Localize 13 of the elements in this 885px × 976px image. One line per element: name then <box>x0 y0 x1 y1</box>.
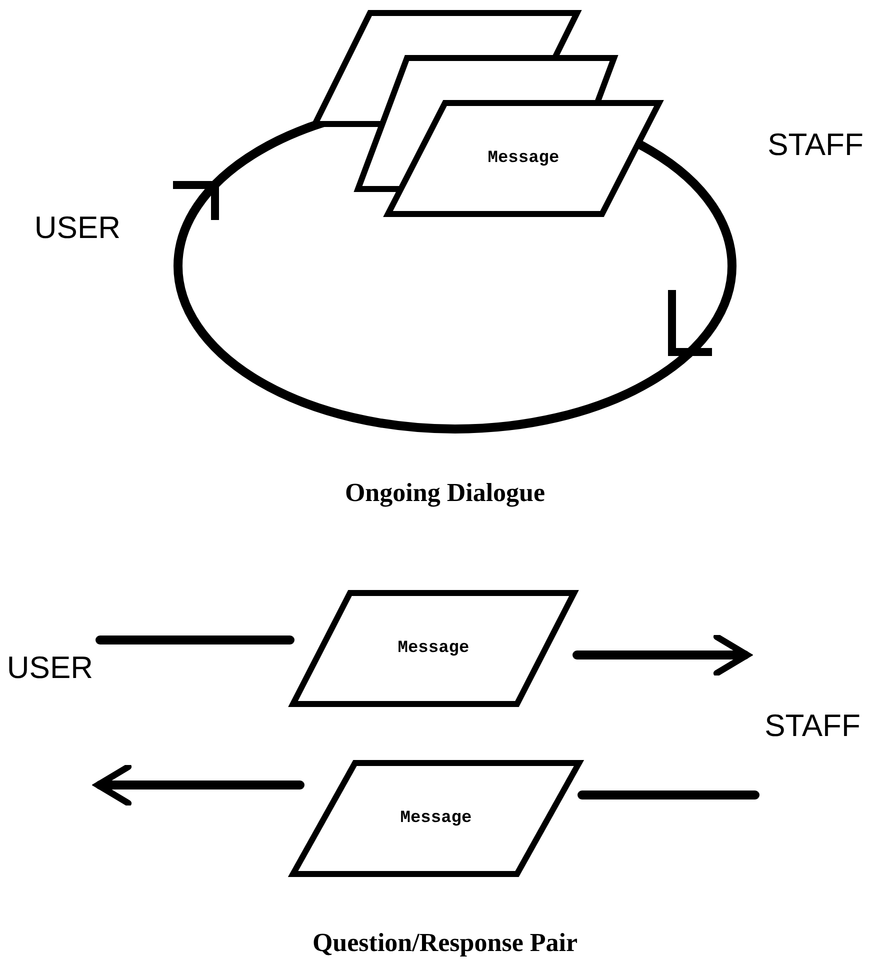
role-label: USER <box>6 650 94 686</box>
diagram-caption: Ongoing Dialogue <box>344 478 546 508</box>
message-label: Message <box>398 639 470 658</box>
connector-line <box>578 790 760 800</box>
message-label: Message <box>400 809 472 828</box>
role-label: USER <box>34 210 121 246</box>
diagram-caption: Question/Response Pair <box>312 928 578 958</box>
arrow <box>572 634 750 676</box>
role-label: STAFF <box>768 127 864 163</box>
arrow <box>94 764 304 806</box>
connector-line <box>96 636 294 644</box>
message-label: Message <box>488 149 560 168</box>
role-label: STAFF <box>764 708 860 744</box>
